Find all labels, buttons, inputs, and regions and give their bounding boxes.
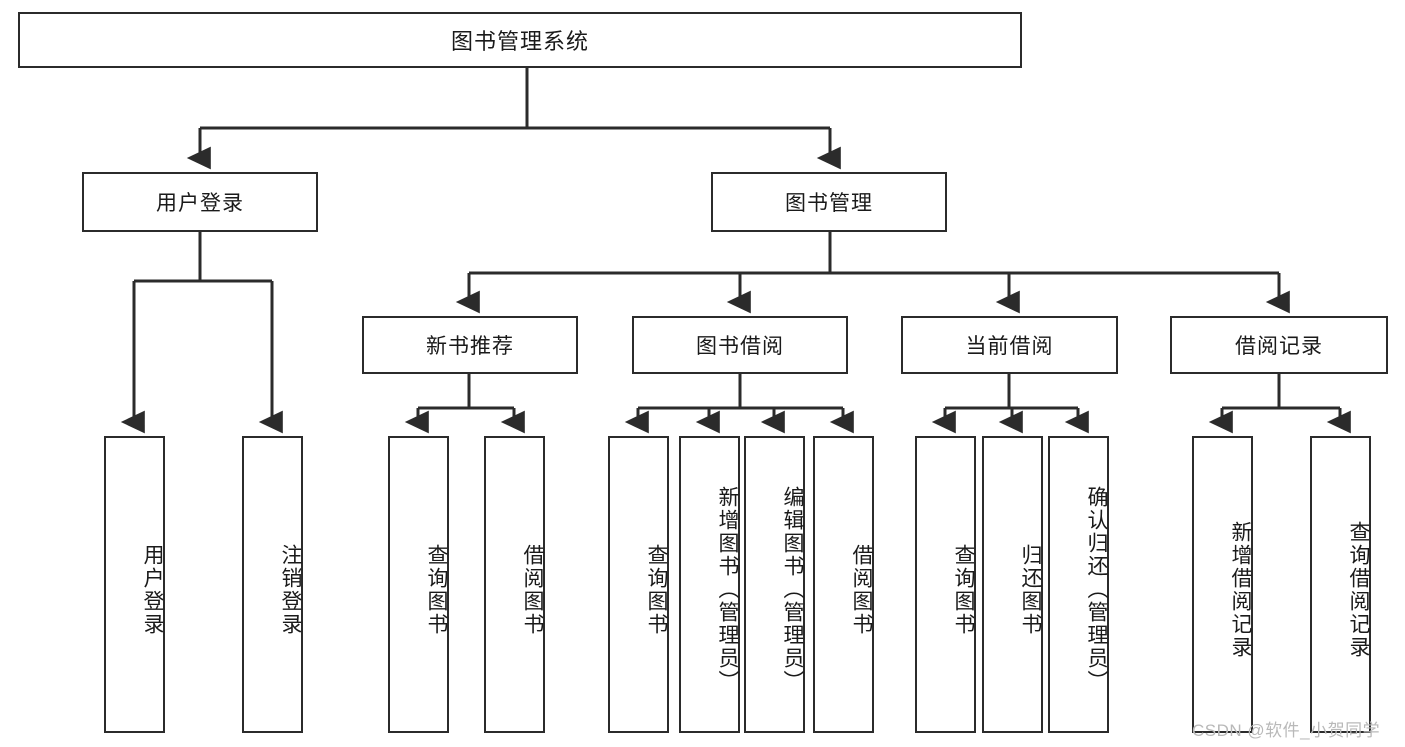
node-leaf-return-book[interactable]: 归还图书 — [982, 436, 1043, 733]
node-leaf-query-book-current-label: 查询图书 — [952, 543, 975, 636]
node-leaf-query-book-rec-label: 查询图书 — [425, 543, 448, 636]
node-leaf-confirm-return-label: 确认归还（管理员） — [1085, 486, 1108, 693]
node-leaf-query-book-borrow[interactable]: 查询图书 — [608, 436, 669, 733]
node-leaf-confirm-return[interactable]: 确认归还（管理员） — [1048, 436, 1109, 733]
node-root[interactable]: 图书管理系统 — [18, 12, 1022, 68]
node-leaf-user-login[interactable]: 用户登录 — [104, 436, 165, 733]
node-new-book-rec-label: 新书推荐 — [426, 335, 514, 358]
node-leaf-query-book-borrow-label: 查询图书 — [645, 543, 668, 636]
node-root-label: 图书管理系统 — [450, 29, 589, 54]
node-leaf-user-logout[interactable]: 注销登录 — [242, 436, 303, 733]
node-borrow-record-label: 借阅记录 — [1235, 335, 1323, 358]
node-current-borrow[interactable]: 当前借阅 — [901, 316, 1118, 374]
node-leaf-query-book-current[interactable]: 查询图书 — [915, 436, 976, 733]
node-user-login[interactable]: 用户登录 — [82, 172, 318, 232]
node-leaf-edit-book[interactable]: 编辑图书（管理员） — [744, 436, 805, 733]
node-leaf-add-record-label: 新增借阅记录 — [1229, 520, 1252, 659]
node-leaf-query-record-label: 查询借阅记录 — [1347, 520, 1370, 659]
node-book-manage-label: 图书管理 — [785, 192, 873, 215]
node-leaf-add-book-label: 新增图书（管理员） — [716, 486, 739, 693]
node-leaf-edit-book-label: 编辑图书（管理员） — [781, 486, 804, 693]
node-user-login-label: 用户登录 — [156, 192, 244, 215]
node-leaf-borrow-book-label: 借阅图书 — [850, 543, 873, 636]
node-book-manage[interactable]: 图书管理 — [711, 172, 947, 232]
node-book-borrow[interactable]: 图书借阅 — [632, 316, 848, 374]
node-current-borrow-label: 当前借阅 — [965, 335, 1054, 358]
node-leaf-borrow-book-rec-label: 借阅图书 — [521, 543, 544, 636]
csdn-watermark: CSDN @软件_小贺同学 — [1192, 721, 1381, 740]
node-leaf-query-record[interactable]: 查询借阅记录 — [1310, 436, 1371, 733]
node-leaf-user-login-label: 用户登录 — [141, 543, 164, 636]
node-leaf-user-logout-label: 注销登录 — [279, 543, 302, 636]
node-book-borrow-label: 图书借阅 — [696, 335, 784, 358]
node-leaf-add-book[interactable]: 新增图书（管理员） — [679, 436, 740, 733]
node-new-book-rec[interactable]: 新书推荐 — [362, 316, 578, 374]
node-leaf-query-book-rec[interactable]: 查询图书 — [388, 436, 449, 733]
node-leaf-add-record[interactable]: 新增借阅记录 — [1192, 436, 1253, 733]
node-leaf-return-book-label: 归还图书 — [1019, 543, 1042, 636]
node-leaf-borrow-book[interactable]: 借阅图书 — [813, 436, 874, 733]
node-leaf-borrow-book-rec[interactable]: 借阅图书 — [484, 436, 545, 733]
node-borrow-record[interactable]: 借阅记录 — [1170, 316, 1388, 374]
